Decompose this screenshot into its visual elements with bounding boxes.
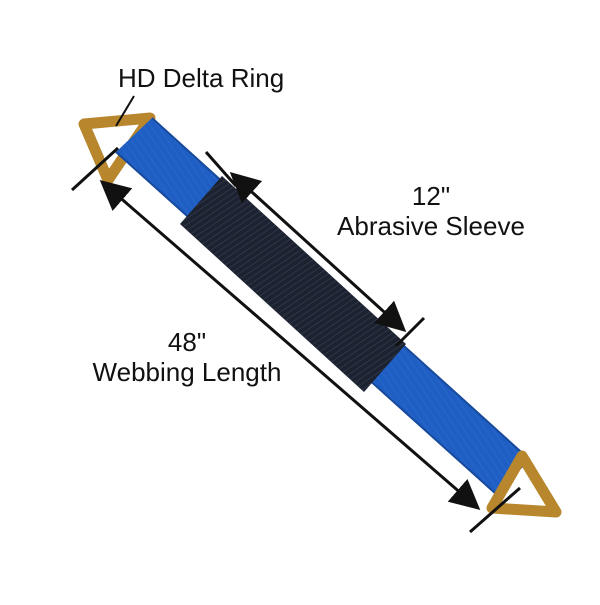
sleeve-name-text: Abrasive Sleeve — [337, 210, 525, 241]
delta-ring-text: HD Delta Ring — [118, 63, 285, 93]
delta-ring-right-icon — [486, 450, 562, 518]
webbing-length-text: 48" — [167, 327, 207, 357]
webbing-dimension — [70, 146, 521, 534]
sleeve-length-text: 12" — [411, 181, 451, 211]
ring-leader-line — [115, 95, 135, 127]
webbing-label: 48" Webbing Length — [72, 327, 302, 388]
sleeve-label: 12" Abrasive Sleeve — [316, 181, 546, 242]
delta-ring-label: HD Delta Ring — [118, 63, 285, 94]
webbing-name-text: Webbing Length — [92, 356, 282, 387]
